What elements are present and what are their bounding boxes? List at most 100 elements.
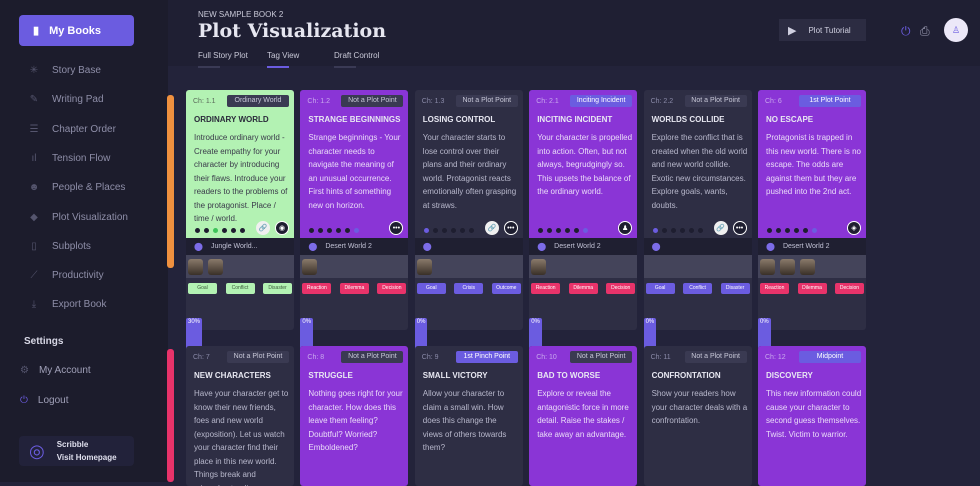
status-dot[interactable] [423,228,429,233]
plot-point-badge[interactable]: 1st Pinch Point [455,351,518,363]
status-dot[interactable] [441,228,447,233]
tag[interactable]: Reaction [760,282,789,294]
tag[interactable]: Crisis [454,282,484,294]
status-dots[interactable] [423,228,474,233]
sidebar-item-plot-visualization[interactable]: ◆Plot Visualization [28,212,128,223]
tag[interactable]: Conflict [683,282,713,294]
tag[interactable]: Disaster [720,282,750,294]
status-dot[interactable] [767,228,772,233]
tag[interactable]: Decision [606,282,636,294]
character-avatar[interactable] [531,258,547,275]
status-dot[interactable] [213,228,218,233]
user-avatar[interactable]: ♙ [944,18,968,42]
sidebar-item-chapter-order[interactable]: ☰Chapter Order [29,123,116,135]
status-dot[interactable] [538,228,544,233]
status-dot[interactable] [812,228,817,233]
chapter-card[interactable]: Ch: 11 Not a Plot Point CONFRONTATION Sh… [643,346,752,486]
status-dots[interactable] [309,228,360,233]
status-dot[interactable] [794,228,799,233]
logout-link[interactable]: ⏻Logout [20,395,69,406]
status-dot[interactable] [565,228,571,233]
location-bar[interactable]: ⬤ [643,238,752,255]
status-dot[interactable] [583,228,589,233]
status-dot[interactable] [345,228,351,233]
status-dot[interactable] [556,228,562,233]
plot-point-badge[interactable]: Not a Plot Point [684,351,747,363]
status-dot[interactable] [231,228,236,233]
status-dot[interactable] [679,228,685,233]
character-avatar[interactable] [302,258,318,275]
status-dot[interactable] [547,228,553,233]
characters-row[interactable] [300,255,409,278]
status-dots[interactable] [195,228,245,233]
plot-point-badge[interactable]: Not a Plot Point [227,351,289,363]
chapter-card[interactable]: Ch: 7 Not a Plot Point NEW CHARACTERS Ha… [186,346,294,486]
status-dot[interactable] [309,228,315,233]
tag[interactable]: Outcome [491,282,521,294]
status-dot[interactable] [195,228,200,233]
status-dot[interactable] [459,228,465,233]
chapter-card[interactable]: Ch: 2.2 Not a Plot Point WORLDS COLLIDE … [643,90,752,330]
chapter-card[interactable]: Ch: 10 Not a Plot Point BAD TO WORSE Exp… [529,346,638,486]
characters-row[interactable] [758,255,866,278]
status-dot[interactable] [785,228,790,233]
location-bar[interactable]: ⬤Desert World 2 [300,238,409,255]
tag[interactable]: Reaction [302,282,332,294]
status-dot[interactable] [204,228,209,233]
chapter-card[interactable]: Ch: 12 Midpoint DISCOVERY This new infor… [758,346,866,486]
chapter-card[interactable]: Ch: 2.1 Inciting Incident INCITING INCID… [529,90,638,330]
status-dot[interactable] [327,228,333,233]
character-avatar[interactable] [780,258,795,275]
status-dot[interactable] [318,228,324,233]
globe-icon[interactable]: ◉ [275,221,289,235]
plot-point-badge[interactable]: Not a Plot Point [684,95,747,107]
tab-full-story-plot[interactable]: Full Story Plot [198,51,248,68]
chapter-card[interactable]: Ch: 1.3 Not a Plot Point LOSING CONTROL … [414,90,523,330]
link-icon[interactable]: 🔗 [713,221,728,235]
tag[interactable]: Goal [188,282,217,294]
tag[interactable]: Decision [835,282,864,294]
person-icon[interactable]: ♟ [618,221,633,235]
print-icon[interactable]: ⎙ [920,24,930,38]
characters-row[interactable] [414,255,523,278]
status-dot[interactable] [652,228,658,233]
location-bar[interactable]: ⬤ [414,238,523,255]
chapter-card[interactable]: Ch: 1.2 Not a Plot Point STRANGE BEGINNI… [300,90,409,330]
sidebar-item-export-book[interactable]: ⤓Export Book [28,299,107,310]
tag[interactable]: Disaster [263,282,292,294]
link-icon[interactable]: 🔗 [484,221,499,235]
tag[interactable]: Goal [416,282,446,294]
link-icon[interactable]: 🔗 [256,221,270,235]
character-avatar[interactable] [800,258,815,275]
status-dots[interactable] [652,228,703,233]
tag[interactable]: Dilemma [797,282,827,294]
status-dot[interactable] [450,228,456,233]
status-dot[interactable] [222,228,227,233]
more-icon[interactable]: ••• [503,221,518,235]
tag[interactable]: Dilemma [339,282,369,294]
chapter-card[interactable]: Ch: 8 Not a Plot Point STRUGGLE Nothing … [300,346,409,486]
status-dot[interactable] [803,228,808,233]
character-avatar[interactable] [416,258,432,275]
tag[interactable]: Decision [377,282,407,294]
status-dots[interactable] [767,228,817,233]
characters-row[interactable] [186,255,294,278]
location-bar[interactable]: ⬤Desert World 2 [758,238,866,255]
plot-point-badge[interactable]: Not a Plot Point [570,351,633,363]
my-books-button[interactable]: ▮My Books [19,15,134,46]
tag[interactable]: Conflict [225,282,255,294]
chapter-card[interactable]: Ch: 9 1st Pinch Point SMALL VICTORY Allo… [414,346,523,486]
location-bar[interactable]: ⬤Desert World 2 [529,238,638,255]
sidebar-item-people-places[interactable]: ☻People & Places [28,182,126,194]
characters-row[interactable] [643,255,752,278]
character-avatar[interactable] [760,258,775,275]
sidebar-item-story-base[interactable]: ✳Story Base [29,65,101,76]
status-dot[interactable] [670,228,676,233]
status-dot[interactable] [776,228,781,233]
status-dot[interactable] [354,228,360,233]
my-account-link[interactable]: ⚙My Account [20,365,91,376]
characters-row[interactable] [529,255,638,278]
tag[interactable]: Reaction [531,282,561,294]
character-avatar[interactable] [188,258,203,275]
